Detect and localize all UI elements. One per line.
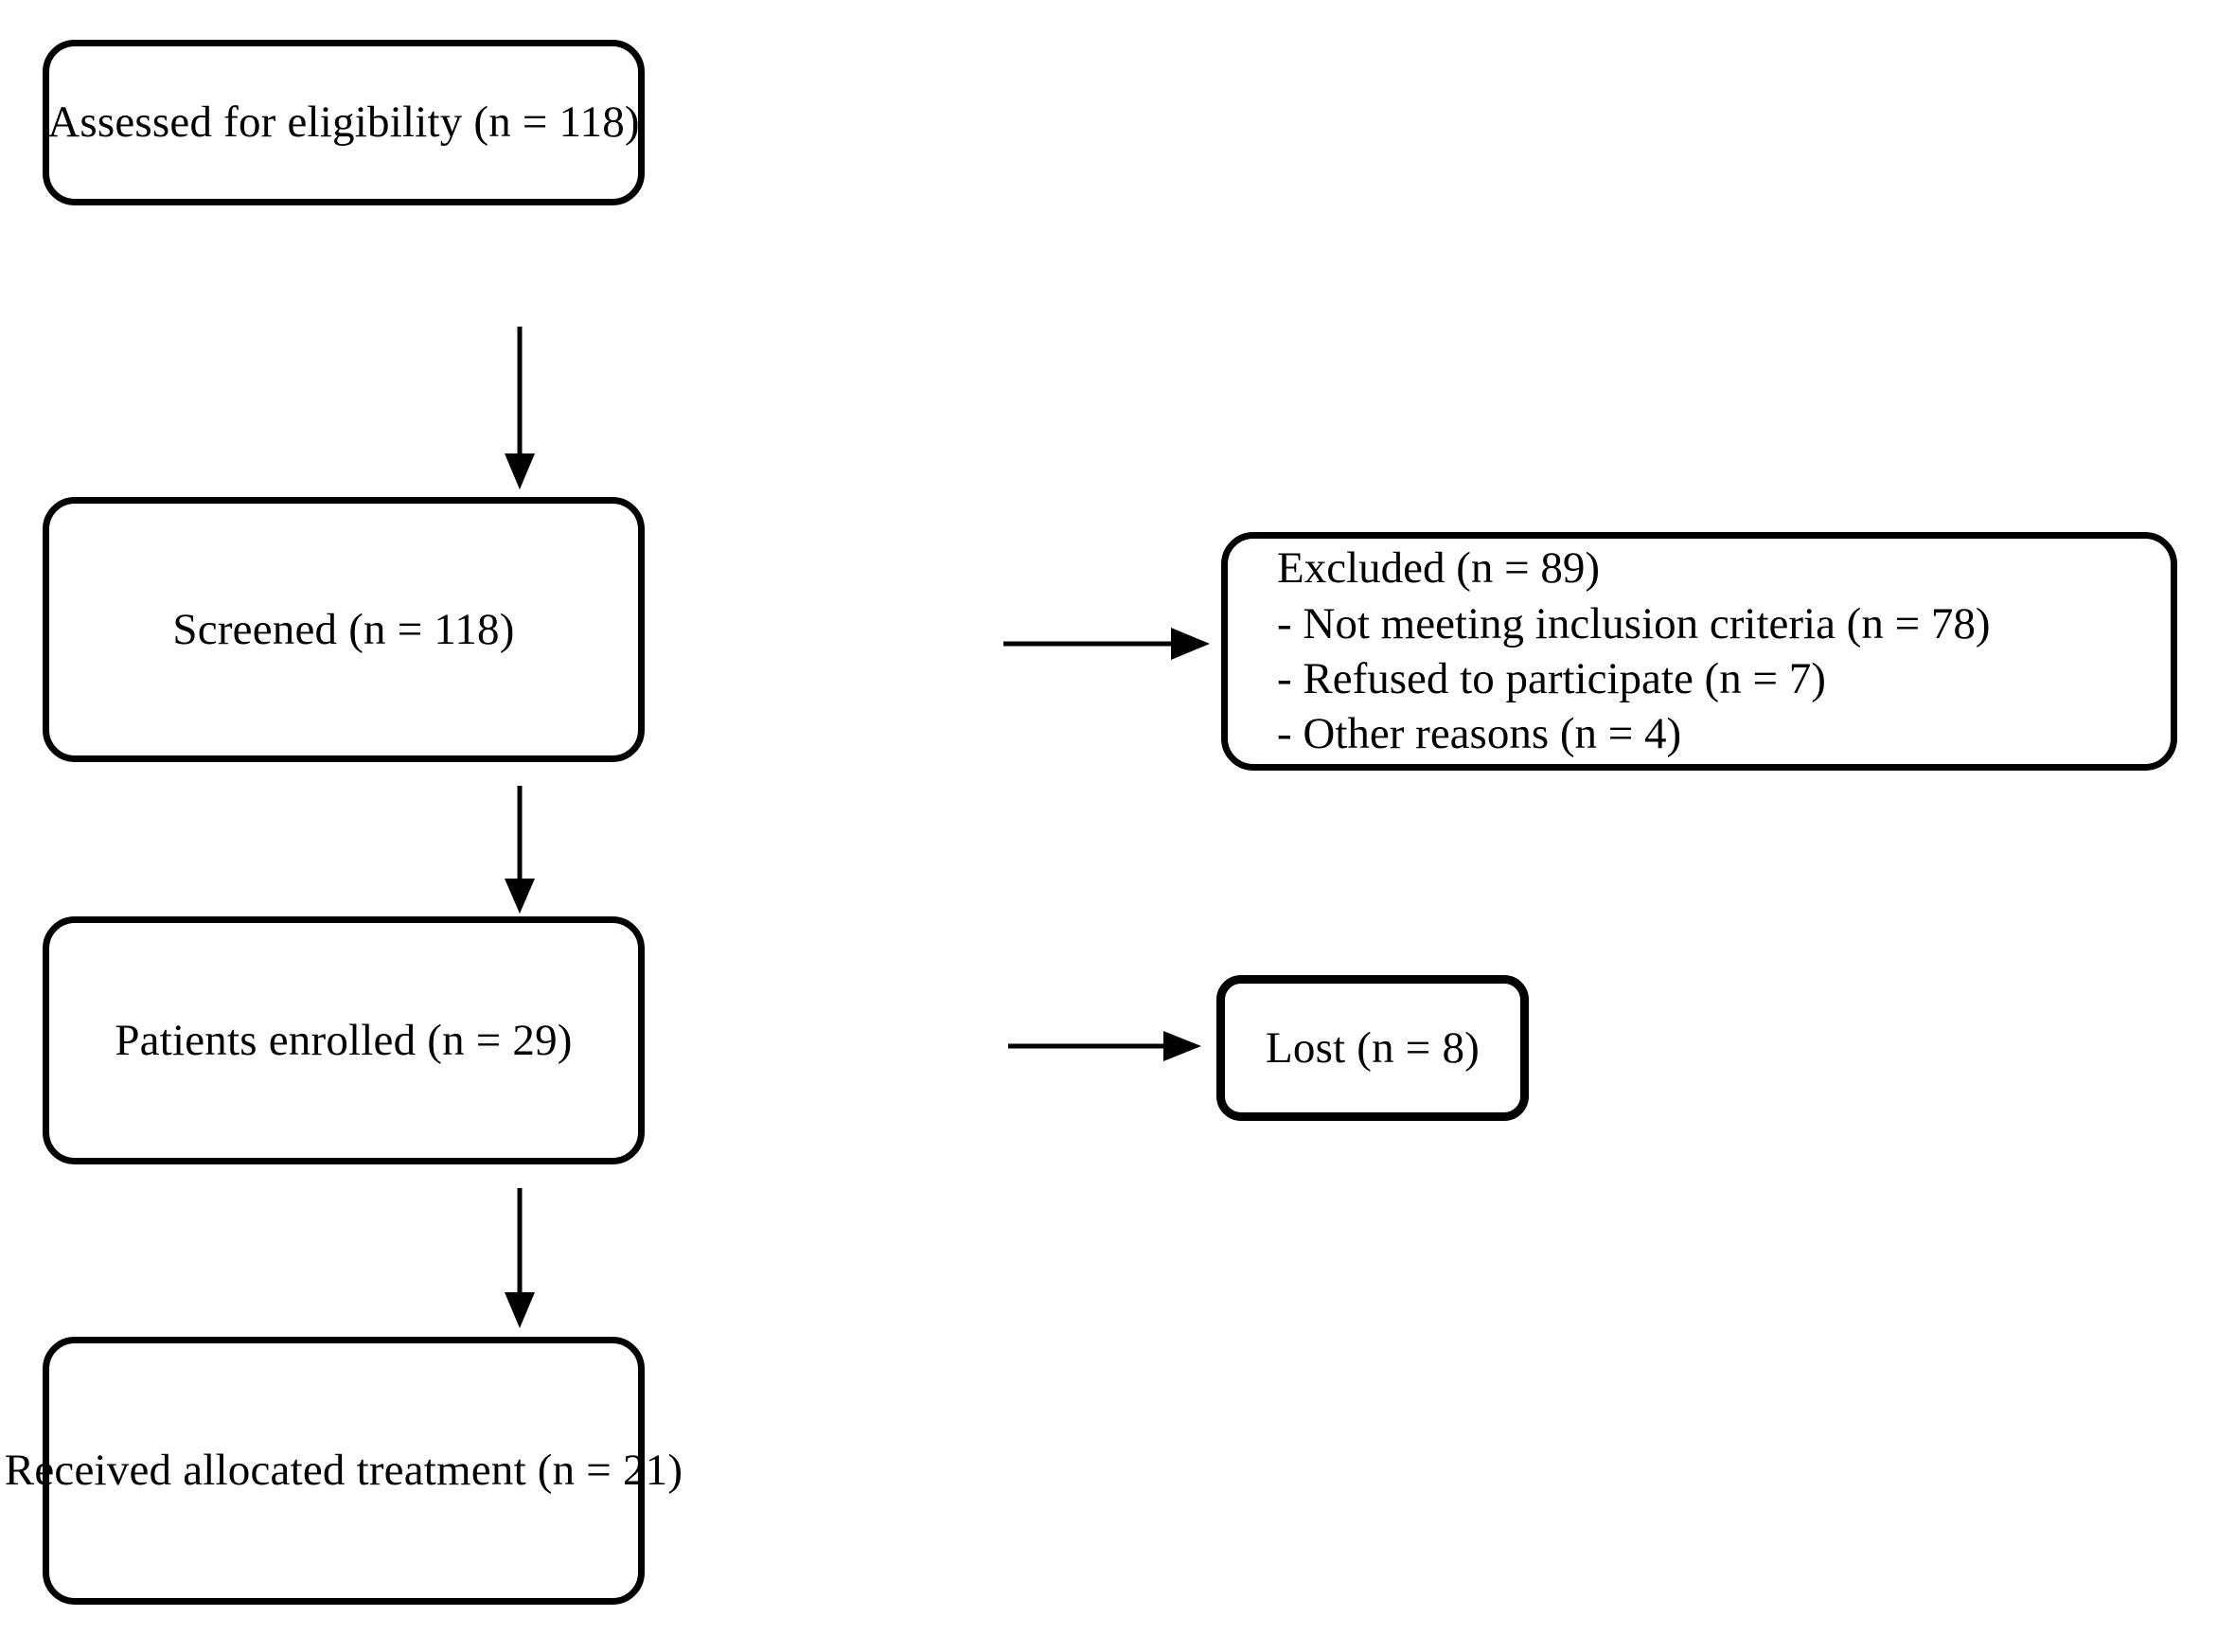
excluded-reason-not-meeting-criteria: - Not meeting inclusion criteria (n = 78… (1277, 598, 1991, 648)
edge-enrolled-to-lost (1008, 1018, 1226, 1075)
excluded-box[interactable]: Excluded (n = 89) - Not meeting inclusio… (1221, 532, 2177, 771)
edge-assessed-to-screened (492, 327, 549, 497)
excluded-total-line: Excluded (n = 89) (1277, 543, 1601, 594)
screened-label: Screened (n = 118) (172, 604, 515, 654)
assessed-for-eligibility-label: Assessed for eligibility (n = 118) (47, 98, 640, 148)
received-allocated-treatment-label: Received allocated treatment (n = 21) (4, 1446, 683, 1496)
received-allocated-treatment-box[interactable]: Received allocated treatment (n = 21) (5, 1337, 683, 1605)
edge-enrolled-to-allocated (492, 1188, 549, 1354)
edge-screened-to-excluded (1003, 611, 1245, 667)
lost-label: Lost (n = 8) (1265, 1022, 1481, 1073)
excluded-reason-refused: - Refused to participate (n = 7) (1277, 654, 1826, 703)
edge-screened-to-enrolled (492, 786, 549, 947)
screened-box[interactable]: Screened (n = 118) (43, 497, 645, 762)
excluded-reason-other: - Other reasons (n = 4) (1277, 709, 1682, 759)
patients-enrolled-label: Patients enrolled (n = 29) (115, 1015, 573, 1065)
assessed-for-eligibility-box[interactable]: Assessed for eligibility (n = 118) (43, 40, 645, 205)
excluded-lines: Excluded (n = 89) - Not meeting inclusio… (1277, 541, 1991, 761)
patients-enrolled-box[interactable]: Patients enrolled (n = 29) (43, 916, 645, 1164)
lost-box[interactable]: Lost (n = 8) (1216, 975, 1529, 1121)
